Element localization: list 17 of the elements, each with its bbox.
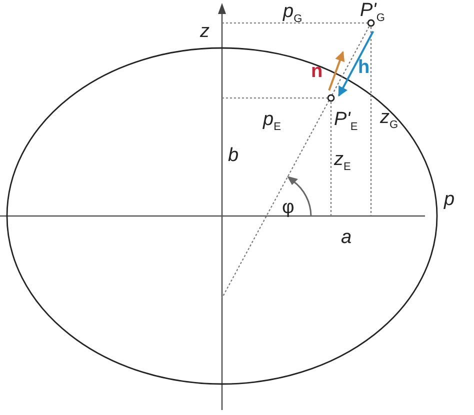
semi-axis-label: b (228, 146, 239, 165)
vector-arrow (328, 51, 345, 91)
vector-arrow (338, 30, 374, 97)
angle-label: φ (282, 198, 294, 217)
semi-axis-label: a (341, 228, 352, 247)
axis-label: p (444, 190, 455, 209)
height-label: z$_{E}$ (334, 150, 351, 173)
point-label: P'$_{G}$ (360, 1, 385, 24)
point-marker (327, 94, 335, 102)
axis-label: z (200, 22, 210, 41)
distance-label: p$_{E}$ (263, 110, 281, 133)
vector-label: n (311, 62, 323, 81)
height-label: z$_{G}$ (380, 108, 398, 131)
point-label: P'$_{E}$ (334, 110, 358, 133)
distance-label: p$_{G}$ (283, 2, 302, 25)
vector-label: h (358, 58, 370, 77)
point-marker (367, 19, 375, 27)
